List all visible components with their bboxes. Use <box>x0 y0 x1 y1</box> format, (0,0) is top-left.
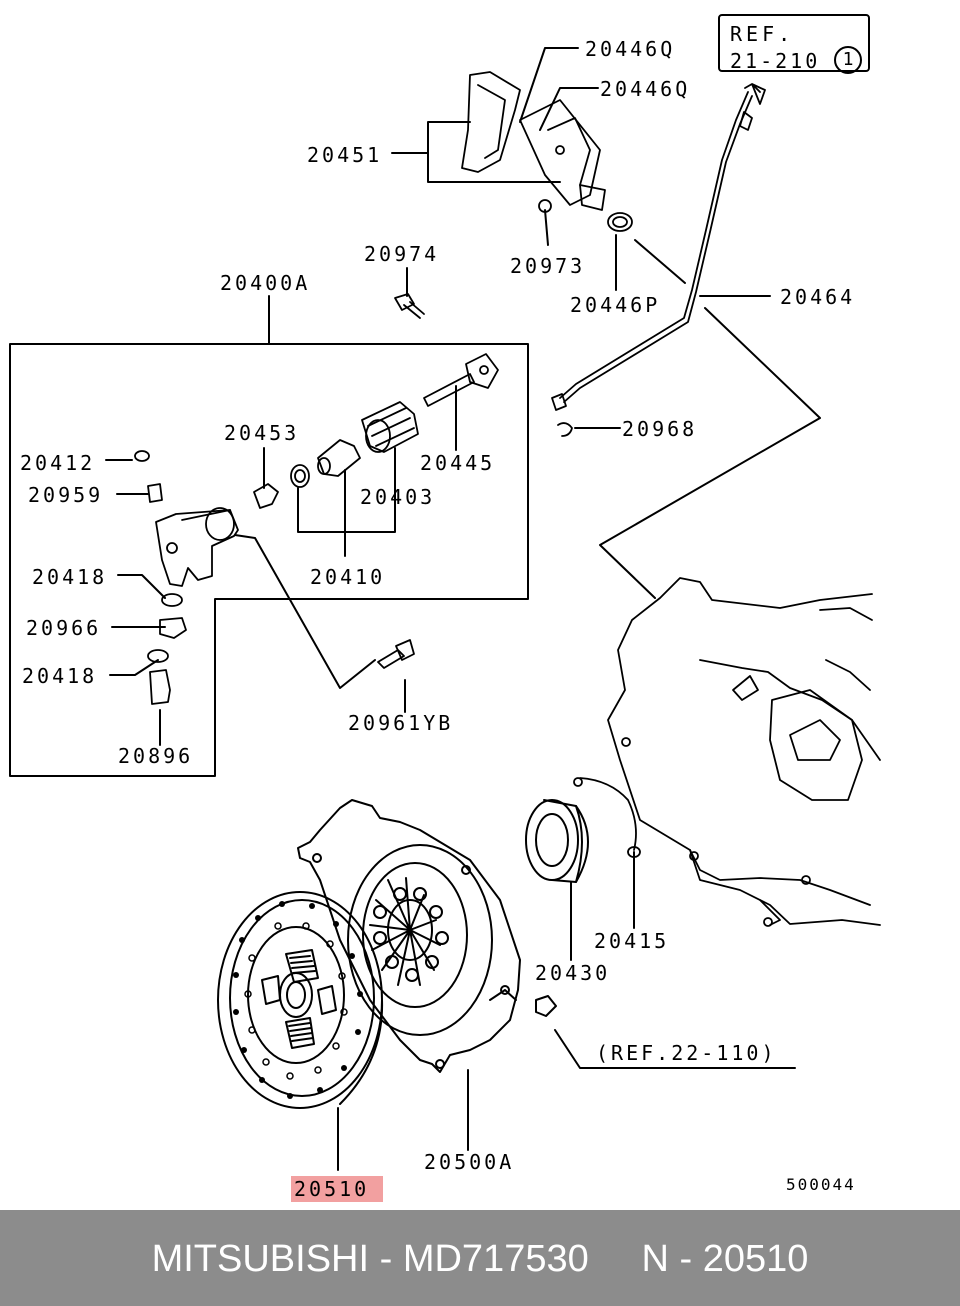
part-label-20415: 20415 <box>594 929 670 953</box>
part-label-20896: 20896 <box>118 744 194 768</box>
part-label-20961yb: 20961YB <box>348 711 454 735</box>
parts-diagram <box>9 47 881 1171</box>
part-label-20418-a: 20418 <box>32 565 108 589</box>
part-label-20510: 20510 <box>294 1177 370 1201</box>
part-label-20966: 20966 <box>26 616 102 640</box>
part-label-20430: 20430 <box>535 961 611 985</box>
reference-box-title: REF. <box>730 22 795 46</box>
part-label-20400a: 20400A <box>220 271 311 295</box>
part-label-20973: 20973 <box>510 254 586 278</box>
part-label-20403: 20403 <box>360 485 436 509</box>
part-label-20410: 20410 <box>310 565 386 589</box>
diagram-code: 500044 <box>786 1175 856 1194</box>
diagram-drawing <box>9 47 881 1171</box>
highlighted-part-background <box>291 1176 383 1202</box>
part-label-20453: 20453 <box>224 421 300 445</box>
clutch-pipe <box>551 83 766 437</box>
part-label-20418-b: 20418 <box>22 664 98 688</box>
part-label-20446q-b: 20446Q <box>600 77 691 101</box>
transmission-housing <box>573 577 881 927</box>
reference-circled-number: 1 <box>834 46 862 74</box>
reference-box-code: 21-210 <box>730 49 821 73</box>
release-bearing <box>525 799 589 883</box>
release-cylinder <box>134 353 499 705</box>
part-label-20968: 20968 <box>622 417 698 441</box>
reference-box: REF. 21-210 1 <box>718 14 870 74</box>
clutch-cover <box>297 799 557 1073</box>
footer-part-info: MITSUBISHI - MD717530 N - 20510 <box>151 1238 809 1280</box>
clutch-fork <box>461 71 633 232</box>
bolt-20974 <box>394 293 425 319</box>
ref-label-22-110: (REF.22-110) <box>596 1041 777 1065</box>
clutch-disc <box>217 891 384 1109</box>
part-label-20500a: 20500A <box>424 1150 515 1174</box>
part-label-20412: 20412 <box>20 451 96 475</box>
part-label-20451: 20451 <box>307 143 383 167</box>
part-label-20446p: 20446P <box>570 293 661 317</box>
part-label-20445: 20445 <box>420 451 496 475</box>
assembly-box <box>9 343 529 777</box>
part-label-20446q-a: 20446Q <box>585 37 676 61</box>
part-label-20959: 20959 <box>28 483 104 507</box>
part-label-20464: 20464 <box>780 285 856 309</box>
footer-bar: MITSUBISHI - MD717530 N - 20510 <box>0 1210 960 1306</box>
part-label-20974: 20974 <box>364 242 440 266</box>
